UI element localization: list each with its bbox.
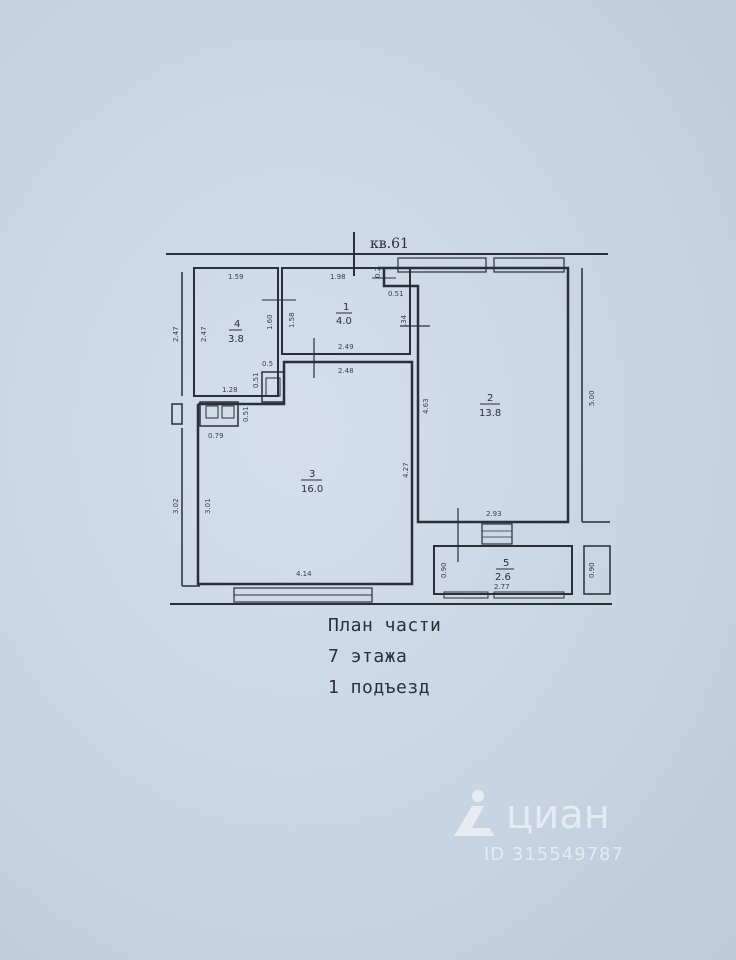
- room-5-number: 5: [503, 558, 509, 569]
- dim-0-79: 0.79: [208, 432, 224, 440]
- room-2-outline: [378, 266, 570, 524]
- caption-line-3: 1 подъезд: [328, 677, 431, 698]
- dim-2-47a: 2.47: [172, 326, 180, 342]
- ventilation-box: [199, 401, 239, 427]
- room-3-outline: [196, 360, 414, 586]
- balcony-rail-1: [443, 591, 489, 599]
- balcony-rail-2: [493, 591, 565, 599]
- dim-34: .34: [400, 314, 408, 326]
- room-2-number: 2: [487, 393, 493, 404]
- dim-4-14: 4.14: [296, 570, 312, 578]
- dim-0-51c: 0.51: [242, 406, 250, 422]
- room-4-area: 3.8: [228, 334, 244, 345]
- cian-watermark: циан ID 315549787: [448, 788, 688, 868]
- dim-1-59: 1.59: [228, 273, 244, 281]
- dim-0-90a: 0.90: [440, 562, 448, 578]
- window-top-2: [493, 257, 565, 273]
- dim-2-49: 2.49: [338, 343, 354, 351]
- dim-2-77: 2.77: [494, 583, 510, 591]
- dim-4-63: 4.63: [422, 398, 430, 414]
- window-top-1: [397, 257, 487, 273]
- dim-0-51a: 0.51: [388, 290, 404, 298]
- dim-0-90b: 0.90: [588, 562, 596, 578]
- dim-0-51b: 0.51: [252, 372, 260, 388]
- dim-4-27: 4.27: [402, 462, 410, 478]
- dim-3-02: 3.02: [172, 498, 180, 514]
- room-1-number: 1: [343, 302, 349, 313]
- cian-person-icon: [454, 790, 494, 836]
- watermark-id: ID 315549787: [484, 844, 624, 865]
- room-5-outline: [433, 545, 573, 595]
- dim-0-5: 0.5: [262, 360, 273, 368]
- dim-1-28: 1.28: [222, 386, 238, 394]
- shaft-box: [261, 371, 285, 403]
- watermark-text: циан: [506, 792, 610, 838]
- room-2-area: 13.8: [479, 408, 501, 419]
- room-4-outline: [193, 267, 279, 397]
- room-3-area: 16.0: [301, 484, 323, 495]
- shaft-inner: [265, 377, 281, 397]
- balcony-door: [481, 523, 513, 545]
- dim-2-47b: 2.47: [200, 326, 208, 342]
- plan-caption: План части 7 этажа 1 подъезд: [328, 610, 441, 703]
- neighbor-balcony: [583, 545, 611, 595]
- room-3-number: 3: [309, 469, 315, 480]
- dim-2-48: 2.48: [338, 367, 354, 375]
- dim-3-01: 3.01: [204, 498, 212, 514]
- room-1-outline: [281, 267, 411, 355]
- dim-5-00: 5.00: [588, 390, 596, 406]
- dim-1-98: 1.98: [330, 273, 346, 281]
- caption-line-1: План части: [328, 615, 442, 636]
- ventilation-inner-1: [205, 405, 219, 419]
- room-4-number: 4: [234, 319, 240, 330]
- dim-1-60: 1.60: [266, 314, 274, 330]
- dim-2-93: 2.93: [486, 510, 502, 518]
- apartment-label: кв.61: [370, 236, 409, 252]
- left-niche: [171, 403, 183, 425]
- room-5-area: 2.6: [495, 572, 511, 583]
- dim-0-2: 0.2: [374, 267, 382, 278]
- ventilation-inner-2: [221, 405, 235, 419]
- caption-line-2: 7 этажа: [328, 646, 408, 667]
- dim-1-58: 1.58: [288, 312, 296, 328]
- room-1-area: 4.0: [336, 316, 352, 327]
